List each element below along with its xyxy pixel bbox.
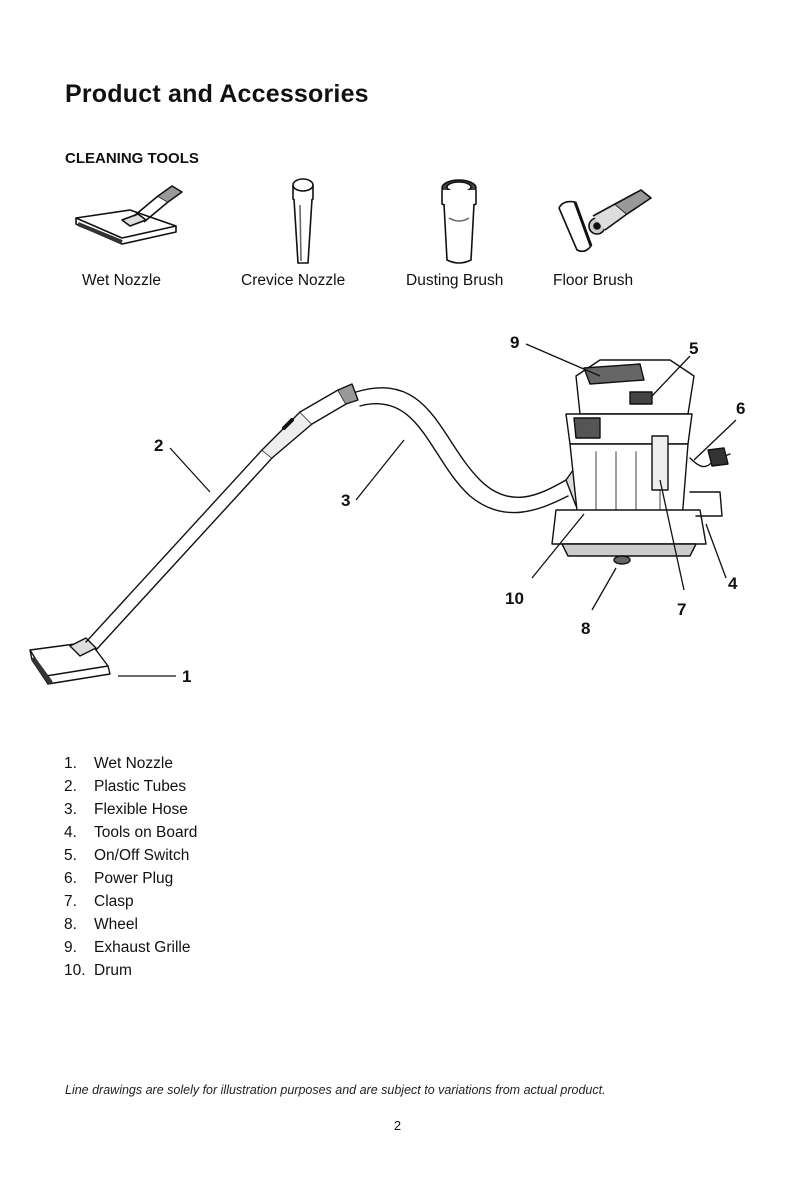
callout-9: 9 [510,333,519,352]
tool-label-wet-nozzle: Wet Nozzle [82,272,161,289]
list-item: 8.Wheel [64,916,138,933]
page-title: Product and Accessories [65,80,369,108]
callout-8: 8 [581,619,590,638]
callout-6: 6 [736,399,745,418]
flexible-hose-illustration [355,387,569,514]
wet-nozzle-icon [75,185,183,245]
vacuum-body-illustration [551,359,731,565]
floor-brush-icon [558,189,652,253]
list-item: 1.Wet Nozzle [64,755,173,772]
list-item: 2.Plastic Tubes [64,778,187,795]
list-item: 4.Tools on Board [64,824,198,841]
list-item: 6.Power Plug [64,870,174,887]
callout-5: 5 [689,339,698,358]
list-item: 5.On/Off Switch [64,847,190,864]
wet-nozzle-illustration [29,637,111,685]
vacuum-diagram: 1 2 3 4 5 6 7 8 9 10 [29,333,745,686]
callout-2: 2 [154,436,163,455]
disclaimer: Line drawings are solely for illustratio… [65,1083,606,1097]
callout-4: 4 [728,574,738,593]
tool-label-crevice-nozzle: Crevice Nozzle [241,272,346,289]
crevice-nozzle-icon [292,178,314,264]
list-item: 7.Clasp [64,893,134,910]
tool-label-dusting-brush: Dusting Brush [406,272,504,289]
tool-label-floor-brush: Floor Brush [553,272,634,289]
list-item: 9.Exhaust Grille [64,939,191,956]
callout-1: 1 [182,667,191,686]
dusting-brush-icon [441,179,477,264]
list-item: 10.Drum [64,962,132,979]
callout-3: 3 [341,491,350,510]
list-item: 3.Flexible Hose [64,801,188,818]
section-heading: CLEANING TOOLS [65,150,199,167]
callout-7: 7 [677,600,686,619]
plastic-tubes-illustration [85,383,359,651]
parts-list: 1.Wet Nozzle 2.Plastic Tubes 3.Flexible … [64,752,197,982]
page-number: 2 [393,1118,402,1133]
callout-10: 10 [505,589,524,608]
